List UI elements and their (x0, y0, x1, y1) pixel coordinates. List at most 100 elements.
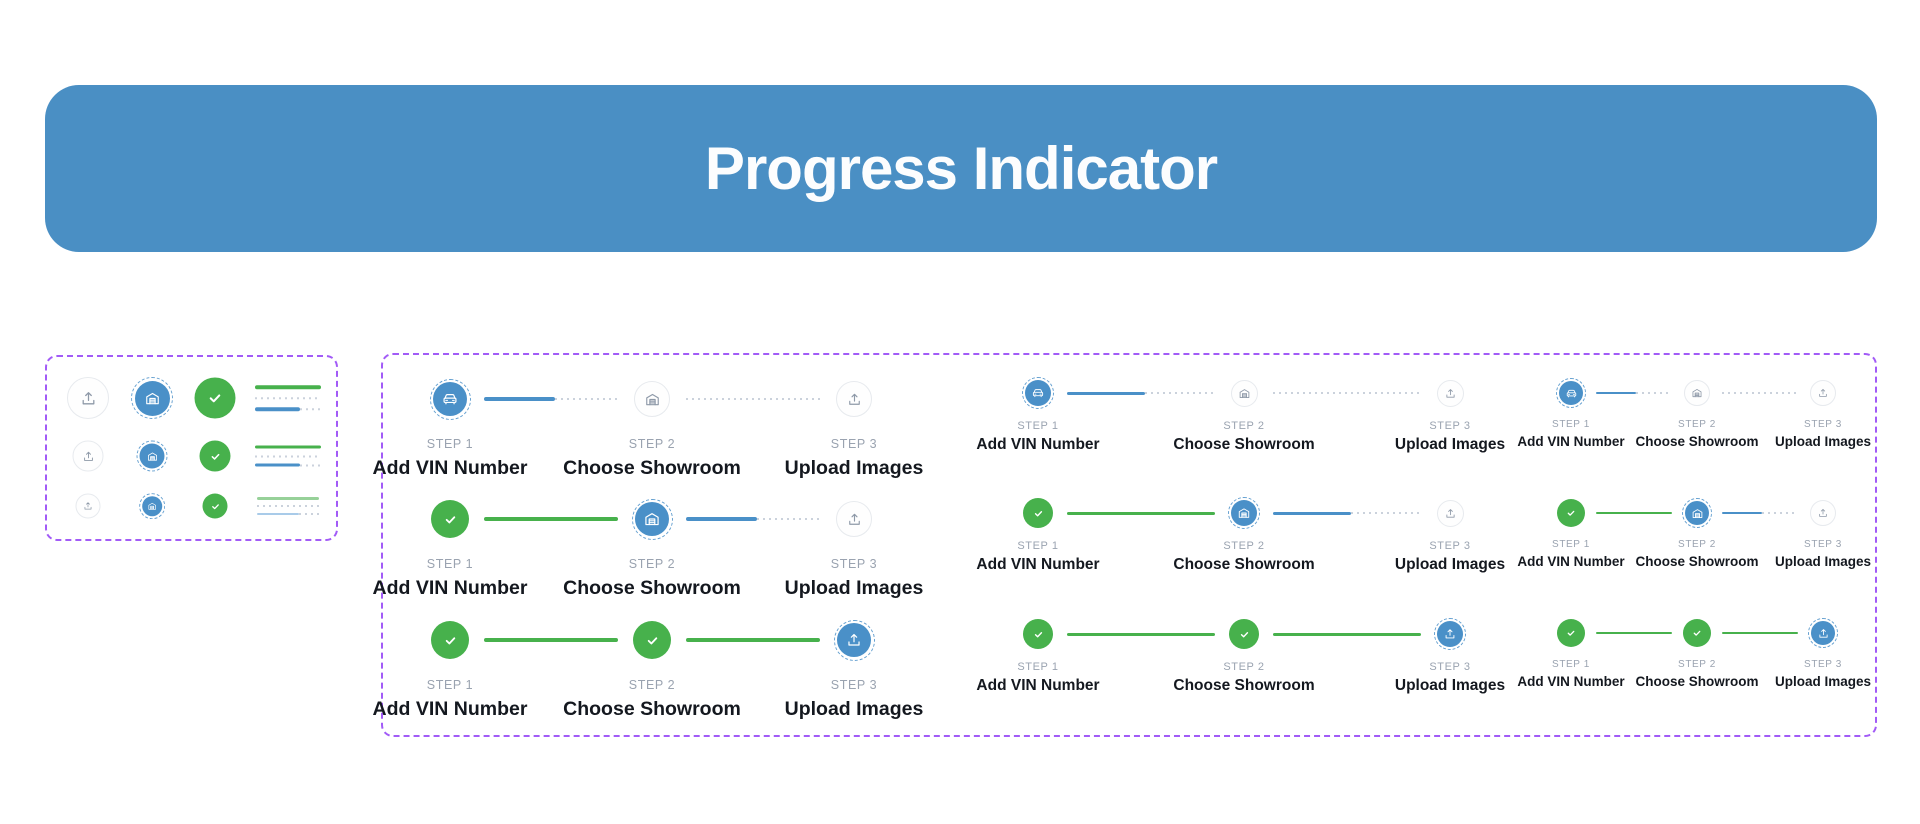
connector-complete (1067, 511, 1215, 515)
step-title: Add VIN Number (372, 457, 528, 479)
showroom-icon (645, 393, 659, 405)
step-title: Upload Images (784, 577, 924, 599)
car-icon (443, 394, 457, 405)
step-circle-done[interactable] (1683, 619, 1711, 647)
step-title: Add VIN Number (976, 677, 1100, 694)
legend-done-check-circle (202, 493, 228, 519)
step-title: Add VIN Number (976, 436, 1100, 453)
step-slot (832, 497, 876, 541)
step-caption: STEP 3 (1804, 539, 1842, 550)
step-slot (428, 497, 472, 541)
step-circle-upcoming (75, 493, 101, 519)
active-step-dashed-ring (136, 440, 168, 472)
step-circle-active[interactable] (635, 502, 669, 536)
legend-active-showroom-circle (139, 493, 165, 519)
connector-complete (1067, 632, 1215, 636)
step-caption: STEP 1 (1017, 420, 1059, 432)
step-title: Add VIN Number (372, 577, 528, 599)
legend-upload-step-circle (72, 440, 104, 472)
legend-active-showroom-circle (136, 440, 168, 472)
active-step-dashed-ring (1682, 498, 1712, 528)
step-caption: STEP 1 (1552, 419, 1590, 430)
step-circle-done (202, 493, 228, 519)
step-circle-done (194, 377, 236, 419)
active-step-dashed-ring (131, 377, 173, 419)
step-circle-upcoming[interactable] (1436, 499, 1464, 527)
step-slot (1555, 377, 1587, 409)
legend-connector-line-samples (255, 445, 321, 467)
upload-icon (1819, 388, 1827, 397)
step-slot (1227, 496, 1261, 530)
step-circle-upcoming[interactable] (1684, 380, 1710, 406)
check-icon (1240, 631, 1248, 637)
step-circle-active[interactable] (1685, 501, 1709, 525)
step-slot (1433, 496, 1467, 530)
step-title: Upload Images (1774, 674, 1872, 689)
step-circle-done[interactable] (1229, 619, 1259, 649)
connector-partial (1067, 391, 1215, 395)
step-caption: STEP 1 (426, 557, 474, 571)
active-step-dashed-ring (1022, 377, 1054, 409)
step-circle-active[interactable] (433, 382, 467, 416)
check-icon (1567, 630, 1575, 636)
step-title: Add VIN Number (1517, 434, 1625, 449)
step-circle-active[interactable] (1231, 500, 1257, 526)
step-circle-upcoming[interactable] (836, 501, 872, 537)
step-circle-active[interactable] (1559, 381, 1583, 405)
step-slot (832, 618, 876, 662)
step-circle-done[interactable] (1557, 499, 1585, 527)
step-circle-done[interactable] (431, 500, 469, 538)
step-caption: STEP 1 (1017, 661, 1059, 673)
step-title: Add VIN Number (1517, 554, 1625, 569)
showroom-icon (1239, 388, 1249, 398)
step-slot (1227, 376, 1261, 410)
connector-sample-pending (255, 396, 321, 400)
step-circle-upcoming[interactable] (1436, 379, 1464, 407)
step-circle-upcoming[interactable] (634, 381, 670, 417)
step-circle-active[interactable] (1437, 621, 1463, 647)
check-icon (1693, 630, 1701, 636)
connector-complete (484, 638, 618, 642)
step-circle-upcoming[interactable] (1810, 500, 1836, 526)
showroom-icon (1238, 508, 1250, 518)
step-slot (1227, 617, 1261, 651)
active-step-dashed-ring (1556, 378, 1586, 408)
check-icon (211, 453, 219, 460)
step-caption: STEP 2 (628, 437, 676, 451)
upload-icon (848, 393, 860, 405)
step-circle-active[interactable] (837, 623, 871, 657)
active-step-dashed-ring (139, 493, 165, 519)
step-circle-active[interactable] (1025, 380, 1051, 406)
step-circle-done[interactable] (1023, 619, 1053, 649)
step-circle-active[interactable] (1811, 621, 1835, 645)
step-caption: STEP 3 (1429, 661, 1471, 673)
step-circle-upcoming[interactable] (1230, 379, 1258, 407)
step-slot (1433, 376, 1467, 410)
step-circle-done (199, 440, 231, 472)
step-circle-done[interactable] (633, 621, 671, 659)
active-step-dashed-ring (833, 619, 875, 661)
step-caption: STEP 2 (628, 557, 676, 571)
step-title: Upload Images (784, 457, 924, 479)
step-title: Add VIN Number (976, 556, 1100, 573)
step-circle-upcoming[interactable] (836, 381, 872, 417)
step-circle-done[interactable] (431, 621, 469, 659)
step-circle-done[interactable] (1557, 619, 1585, 647)
connector-partial (686, 517, 820, 521)
check-icon (1034, 510, 1042, 516)
car-icon (1032, 389, 1044, 398)
check-icon (1034, 631, 1042, 637)
step-slot (630, 618, 674, 662)
step-circle-done[interactable] (1023, 498, 1053, 528)
upload-icon (848, 633, 860, 646)
connector-pending (686, 397, 820, 401)
legend-active-showroom-circle (131, 377, 173, 419)
step-circle-upcoming[interactable] (1810, 380, 1836, 406)
active-step-dashed-ring (631, 498, 673, 540)
step-caption: STEP 2 (1223, 420, 1265, 432)
legend-done-check-circle (194, 377, 236, 419)
active-step-dashed-ring (1228, 497, 1260, 529)
